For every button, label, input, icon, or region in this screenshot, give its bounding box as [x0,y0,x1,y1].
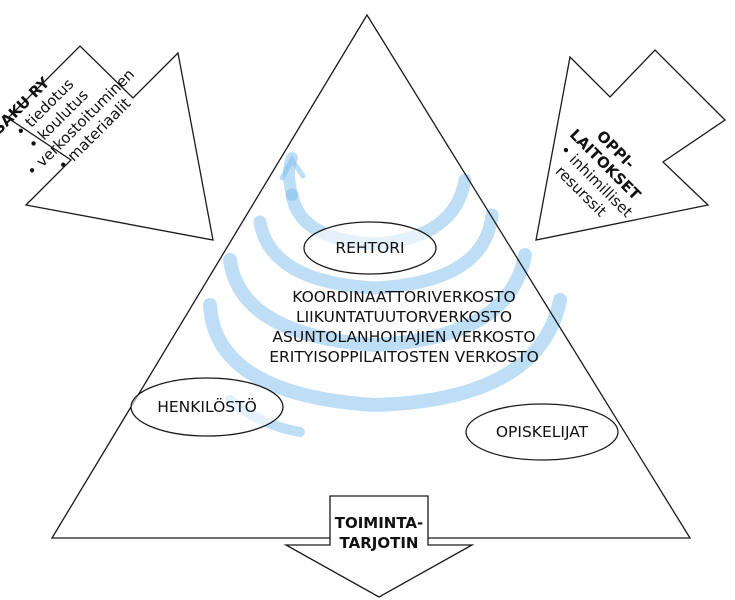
ellipse-henkilosto: HENKILÖSTÖ [130,377,284,437]
left-arrow: SAKU RY • tiedotus • koulutus • verkosto… [0,45,214,241]
right-arrow: OPPI- LAITOKSET • inhimilliset resurssit [535,49,727,241]
ellipse-opiskelijat: OPISKELIJAT [465,403,619,461]
network-item: LIIKUNTATUUTORVERKOSTO [296,308,512,326]
network-item: ASUNTOLANHOITAJIEN VERKOSTO [272,328,535,346]
bottom-arrow-line1: TOIMINTA- [335,514,424,532]
bottom-arrow: TOIMINTA- TARJOTIN [283,495,475,598]
network-list: KOORDINAATTORIVERKOSTO LIIKUNTATUUTORVER… [269,288,539,366]
spiral-watermark-icon [203,152,567,437]
bottom-arrow-line2: TARJOTIN [340,534,419,552]
ellipse-rehtori: REHTORI [303,221,437,275]
ellipse-henkilosto-label: HENKILÖSTÖ [157,397,257,416]
ellipse-opiskelijat-label: OPISKELIJAT [496,423,589,441]
network-item: ERITYISOPPILAITOSTEN VERKOSTO [269,348,539,366]
network-item: KOORDINAATTORIVERKOSTO [292,288,515,306]
ellipse-rehtori-label: REHTORI [335,239,404,257]
